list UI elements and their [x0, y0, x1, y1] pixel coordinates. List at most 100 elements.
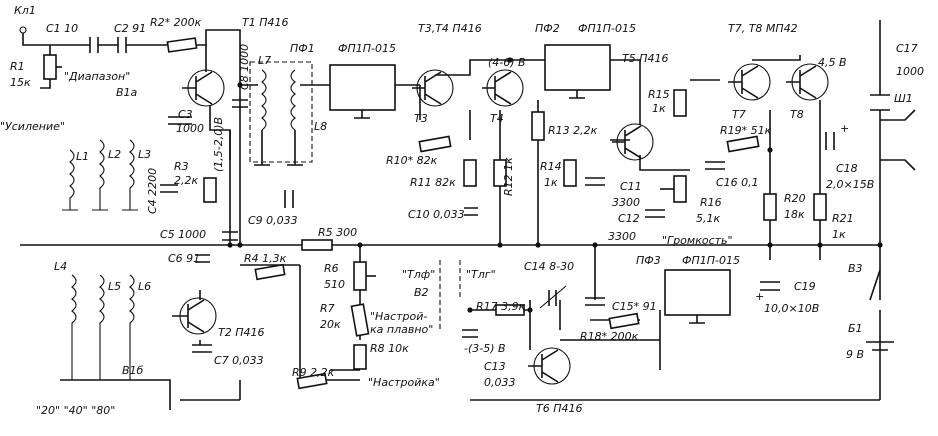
switch-b3: [869, 269, 881, 301]
label-c15: C15* 91: [612, 300, 657, 313]
wiring: [19, 20, 881, 410]
label-c13-val: 0,033: [484, 376, 516, 389]
label-r18: R18* 200к: [580, 330, 639, 343]
inductor-l5: [99, 274, 105, 380]
resistor-r17: [495, 304, 525, 316]
label-l2: L2: [108, 148, 121, 161]
capacitor-c2: [117, 37, 127, 53]
resistor-r6: [353, 261, 376, 291]
capacitor-c14: [539, 285, 567, 309]
switch-b2: [439, 260, 461, 330]
label-b3: В3: [848, 262, 863, 275]
label-r11: R11 82к: [410, 176, 456, 189]
label-l5: L5: [108, 280, 121, 293]
capacitor-c12: [645, 209, 665, 218]
label-r9: R9 2,2к: [292, 366, 335, 379]
label-r4: R4 1,3к: [244, 252, 287, 265]
label-t4: Т4: [490, 112, 504, 125]
input-terminal: [19, 26, 27, 34]
label-gromkost: "Громкость": [662, 234, 733, 247]
label-c3-val: 1000: [176, 122, 204, 135]
label-r15-val: 1к: [652, 102, 666, 115]
label-b1b: В1б: [122, 364, 144, 377]
label-r14: R14: [540, 160, 562, 173]
label-t3: Т3: [414, 112, 428, 125]
label-r13: R13 2,2к: [548, 124, 598, 137]
label-b1-val: 9 В: [846, 348, 864, 361]
resistor-r13: [531, 111, 545, 141]
svg-text:+: +: [840, 122, 849, 135]
label-c11-val: 3300: [612, 196, 640, 209]
capacitor-c4: [160, 184, 178, 193]
svg-text:+: +: [755, 290, 764, 303]
capacitor-c7: [192, 344, 212, 353]
label-c11: C11: [620, 180, 642, 193]
label-r5: R5 300: [318, 226, 357, 239]
label-l1: L1: [76, 150, 89, 163]
label-v35: -(3-5) В: [464, 342, 506, 355]
label-l4: L4: [54, 260, 67, 273]
headphone-jack-sh1: [880, 109, 916, 171]
label-pf1-type: ФП1П-015: [338, 42, 396, 55]
label-tlf: "Тлф": [402, 268, 435, 281]
label-sh1: Ш1: [894, 92, 913, 105]
filter-pf1: [329, 64, 396, 119]
resistor-r1: [43, 54, 62, 80]
label-r16-val: 5,1к: [696, 212, 720, 225]
resistor-r16: [660, 175, 687, 203]
label-r6: R6: [324, 262, 339, 275]
label-v1520: (1,5-2,0)В: [212, 117, 225, 172]
label-r21-val: 1к: [832, 228, 846, 241]
label-c17: C17: [896, 42, 918, 55]
transistor-t4: [482, 69, 524, 107]
label-c12: C12: [618, 212, 640, 225]
label-r20-val: 18к: [784, 208, 805, 221]
label-c18-val: 2,0×15В: [826, 178, 874, 191]
resistor-r2: [166, 37, 198, 53]
label-v45: 4,5 В: [818, 56, 847, 69]
label-r3: R3: [174, 160, 189, 173]
label-r7: R7: [320, 302, 335, 315]
label-r14-val: 1к: [544, 176, 558, 189]
capacitor-c17: [870, 94, 890, 111]
label-c8: C8 1000: [238, 44, 251, 90]
resistor-r11: [463, 159, 477, 187]
transistor-t2: [172, 297, 217, 335]
label-b1a: В1а: [116, 86, 138, 99]
battery-b1: [866, 341, 894, 351]
filter-pf2: [544, 44, 611, 99]
label-c16: C16 0,1: [716, 176, 759, 189]
label-r12: R12 1к: [502, 157, 515, 196]
capacitor-c6: [195, 254, 210, 263]
label-pf2: ПФ2: [535, 22, 560, 35]
filter-pf3: [664, 269, 731, 324]
transistor-t8: [786, 63, 829, 101]
resistor-r15: [673, 89, 687, 117]
label-c12-val: 3300: [608, 230, 636, 243]
label-t1: T1 П416: [242, 16, 288, 29]
resistor-r21: [813, 193, 827, 221]
resistor-r18: [608, 312, 640, 330]
label-l8: L8: [314, 120, 327, 133]
capacitor-c5: [222, 231, 238, 241]
label-c19: C19: [794, 280, 816, 293]
label-t5: Т5 П416: [622, 52, 668, 65]
resistor-r10: [418, 135, 452, 153]
label-r21: R21: [832, 212, 854, 225]
label-c5: C5 1000: [160, 228, 206, 241]
capacitor-c3: [168, 116, 192, 125]
label-c10: C10 0,033: [408, 208, 465, 221]
transistor-t6: [528, 347, 571, 385]
resistor-r19: [726, 135, 760, 153]
label-t8: Т8: [790, 108, 804, 121]
resistor-r3: [203, 177, 217, 203]
label-bands: "20" "40" "80": [36, 404, 115, 417]
label-c7: C7 0,033: [214, 354, 264, 367]
capacitor-c1: [89, 37, 99, 53]
label-c14: C14 8-30: [524, 260, 574, 273]
label-r7-val: 20к: [320, 318, 341, 331]
label-diapazon: "Диапазон": [64, 70, 130, 83]
label-b2: В2: [414, 286, 429, 299]
inductor-l2: [92, 139, 108, 211]
label-c19-val: 10,0×10В: [764, 302, 819, 315]
